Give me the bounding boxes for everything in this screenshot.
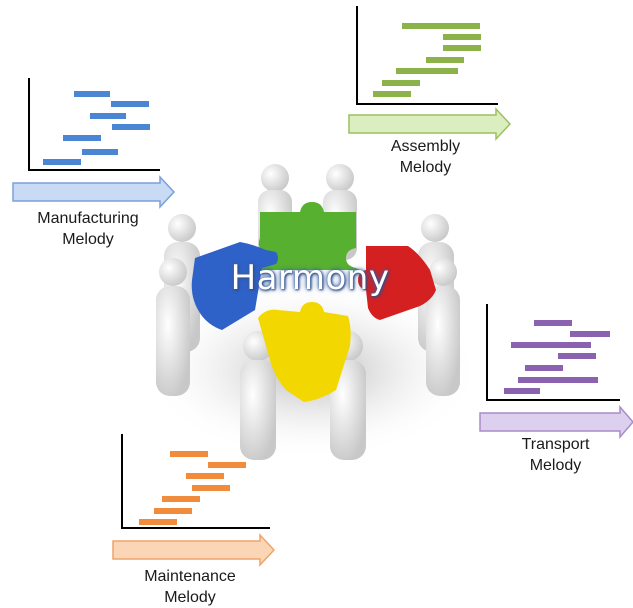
gantt-bar xyxy=(382,80,420,86)
gantt-bar xyxy=(192,485,230,491)
maintenance-melody-label: Maintenance Melody xyxy=(144,568,236,606)
gantt-bar xyxy=(112,124,150,130)
gantt-bar xyxy=(82,149,118,155)
assembly-melody-panel: Assembly Melody xyxy=(340,0,530,190)
gantt-bar xyxy=(443,34,481,40)
gantt-bar xyxy=(504,388,540,394)
gantt-bar xyxy=(111,101,149,107)
gantt-bar xyxy=(139,519,177,525)
puzzle-people-graphic xyxy=(142,164,482,460)
gantt-bar xyxy=(525,365,563,371)
gantt-bar xyxy=(63,135,101,141)
manufacturing-melody-label: Manufacturing Melody xyxy=(37,210,139,248)
transport-arrow xyxy=(479,404,633,440)
gantt-bar xyxy=(570,331,610,337)
assembly-gantt-chart xyxy=(348,6,512,141)
assembly-melody-label: Assembly Melody xyxy=(390,138,461,176)
blue-puzzle-piece xyxy=(191,242,278,330)
gantt-bar xyxy=(74,91,110,97)
gantt-bar xyxy=(186,473,224,479)
gantt-bar xyxy=(373,91,411,97)
green-puzzle-piece xyxy=(258,202,360,270)
gantt-bar xyxy=(162,496,200,502)
manufacturing-arrow xyxy=(12,175,176,209)
gantt-bar xyxy=(511,342,591,348)
red-puzzle-piece xyxy=(358,246,436,320)
gantt-bar xyxy=(534,320,572,326)
harmony-puzzle-illustration: Harmony xyxy=(140,150,482,470)
transport-melody-panel: Transport Melody xyxy=(470,300,633,480)
gantt-bar xyxy=(518,377,598,383)
gantt-bar xyxy=(443,45,481,51)
gantt-bar xyxy=(402,23,480,29)
gantt-bar xyxy=(90,113,126,119)
gantt-bar xyxy=(154,508,192,514)
maintenance-gantt-chart xyxy=(112,434,276,567)
gantt-bar xyxy=(170,451,208,457)
gantt-bar xyxy=(43,159,81,165)
gantt-bar xyxy=(558,353,596,359)
maintenance-melody-panel: Maintenance Melody xyxy=(100,428,300,608)
transport-gantt-chart xyxy=(479,304,633,440)
gantt-bar xyxy=(396,68,458,74)
transport-melody-label: Transport Melody xyxy=(521,436,590,474)
assembly-arrow xyxy=(348,107,512,141)
harmony-title: Harmony xyxy=(230,258,390,298)
manufacturing-gantt-chart xyxy=(12,78,176,209)
manufacturing-melody-panel: Manufacturing Melody xyxy=(0,70,180,250)
gantt-bar xyxy=(426,57,464,63)
yellow-puzzle-piece xyxy=(258,302,351,402)
gantt-bar xyxy=(208,462,246,468)
maintenance-arrow xyxy=(112,533,276,567)
